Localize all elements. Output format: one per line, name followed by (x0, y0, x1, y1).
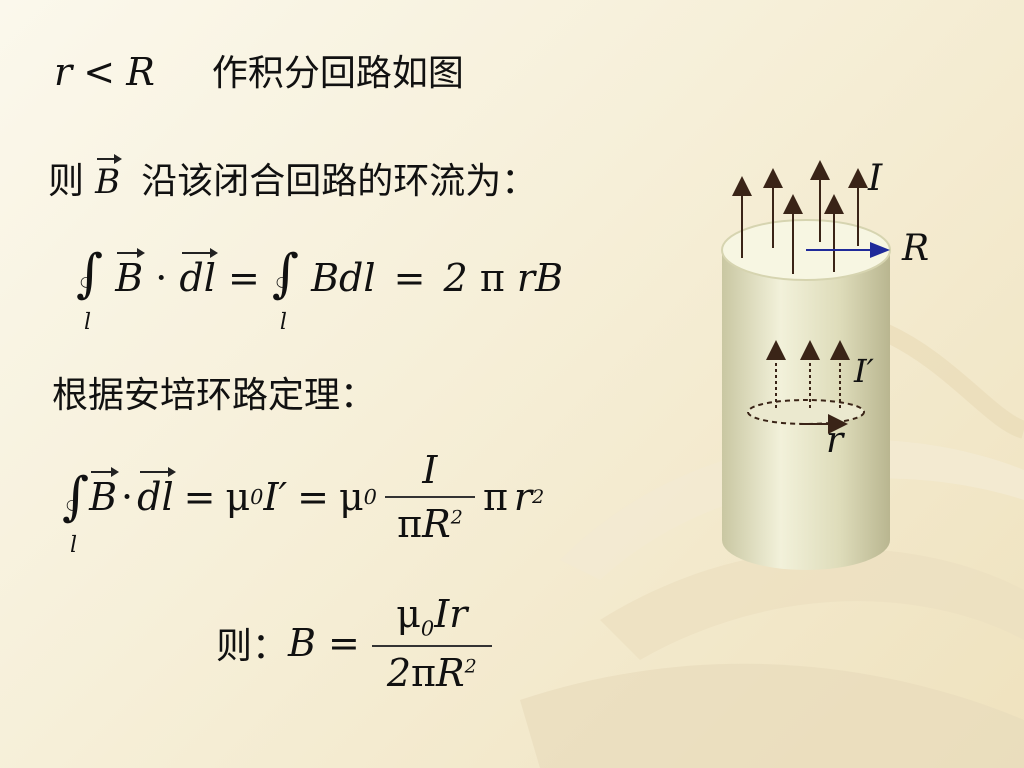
mu-sub: 0 (250, 485, 264, 509)
rB: rB (516, 256, 563, 300)
ze-label: 则 (48, 161, 85, 202)
closed-integral-sign-3: ∫ (62, 467, 90, 527)
current-arrows-Iprime (766, 340, 850, 408)
den-two: 2 (386, 650, 412, 695)
cond-r: r (54, 50, 73, 94)
integral-sub-l: l (84, 310, 92, 335)
label-R: R (902, 228, 930, 269)
vec-B: B (115, 248, 146, 300)
pi-2: π (482, 475, 508, 519)
two: 2 (443, 256, 468, 300)
heading-text: 作积分回路如图 (211, 53, 464, 94)
equals-5: = (327, 621, 360, 666)
equals-1: = (227, 256, 260, 300)
cond-lt: < (83, 50, 116, 94)
integral-sub-l-2: l (279, 310, 287, 335)
result-B: B (288, 621, 316, 666)
cond-R: R (126, 50, 155, 94)
integral-sub-l-3: l (70, 533, 78, 558)
vec-dl: dl (179, 248, 219, 300)
r-exp: 2 (532, 486, 545, 508)
equation-result: 则： B = μ0Ir 2πR2 (216, 592, 492, 695)
I-prime: I′ (263, 475, 288, 519)
amperian-loop (747, 399, 865, 425)
frac-den-R: R (422, 502, 451, 546)
ze-result-label: 则： (216, 626, 289, 668)
mu-2-sub: 0 (363, 485, 377, 509)
mu-2: μ (338, 475, 364, 519)
vector-B: B (95, 154, 123, 202)
pi: π (479, 256, 505, 300)
fraction-result: μ0Ir 2πR2 (371, 592, 492, 695)
Bdl: Bdl (311, 256, 376, 300)
den-R: R (436, 650, 465, 695)
equals-2: = (393, 256, 426, 300)
frac-den-exp: 2 (450, 506, 463, 529)
frac-num-I: I (422, 448, 438, 492)
dot-op-2: · (121, 475, 134, 519)
label-I: I (868, 158, 883, 199)
den-exp: 2 (464, 654, 477, 677)
condition-heading: r < R 作积分回路如图 (54, 44, 464, 94)
mu: μ (225, 475, 251, 519)
fraction-I-over-piR2: I πR2 (384, 448, 475, 546)
current-arrows-I (732, 160, 868, 274)
frac-den-pi: π (397, 502, 423, 546)
den-pi: π (411, 650, 437, 695)
label-I-prime: I′ (854, 352, 874, 390)
closed-integral-sign: ∫ (76, 244, 104, 304)
r: r (513, 475, 533, 519)
cylinder-figure (721, 160, 891, 570)
circulation-sentence: 则 B 沿该闭合回路的环流为： (48, 152, 537, 204)
num-Ir: Ir (434, 592, 468, 636)
num-mu-sub: 0 (420, 616, 435, 641)
num-mu: μ (396, 592, 421, 636)
dot-op: · (155, 256, 168, 300)
equation-circulation: ∫ ○ l B · dl = ∫ ○ l Bdl = 2 π rB (76, 244, 563, 335)
label-r: r (826, 420, 844, 461)
vec-dl-2: dl (137, 467, 177, 519)
circulation-text: 沿该闭合回路的环流为： (141, 161, 538, 202)
closed-integral-sign-2: ∫ (271, 244, 300, 304)
vec-B-2: B (89, 467, 119, 519)
equals-3: = (183, 475, 216, 519)
equals-4: = (297, 475, 329, 519)
ampere-law-sentence: 根据安培环路定理： (52, 375, 377, 416)
